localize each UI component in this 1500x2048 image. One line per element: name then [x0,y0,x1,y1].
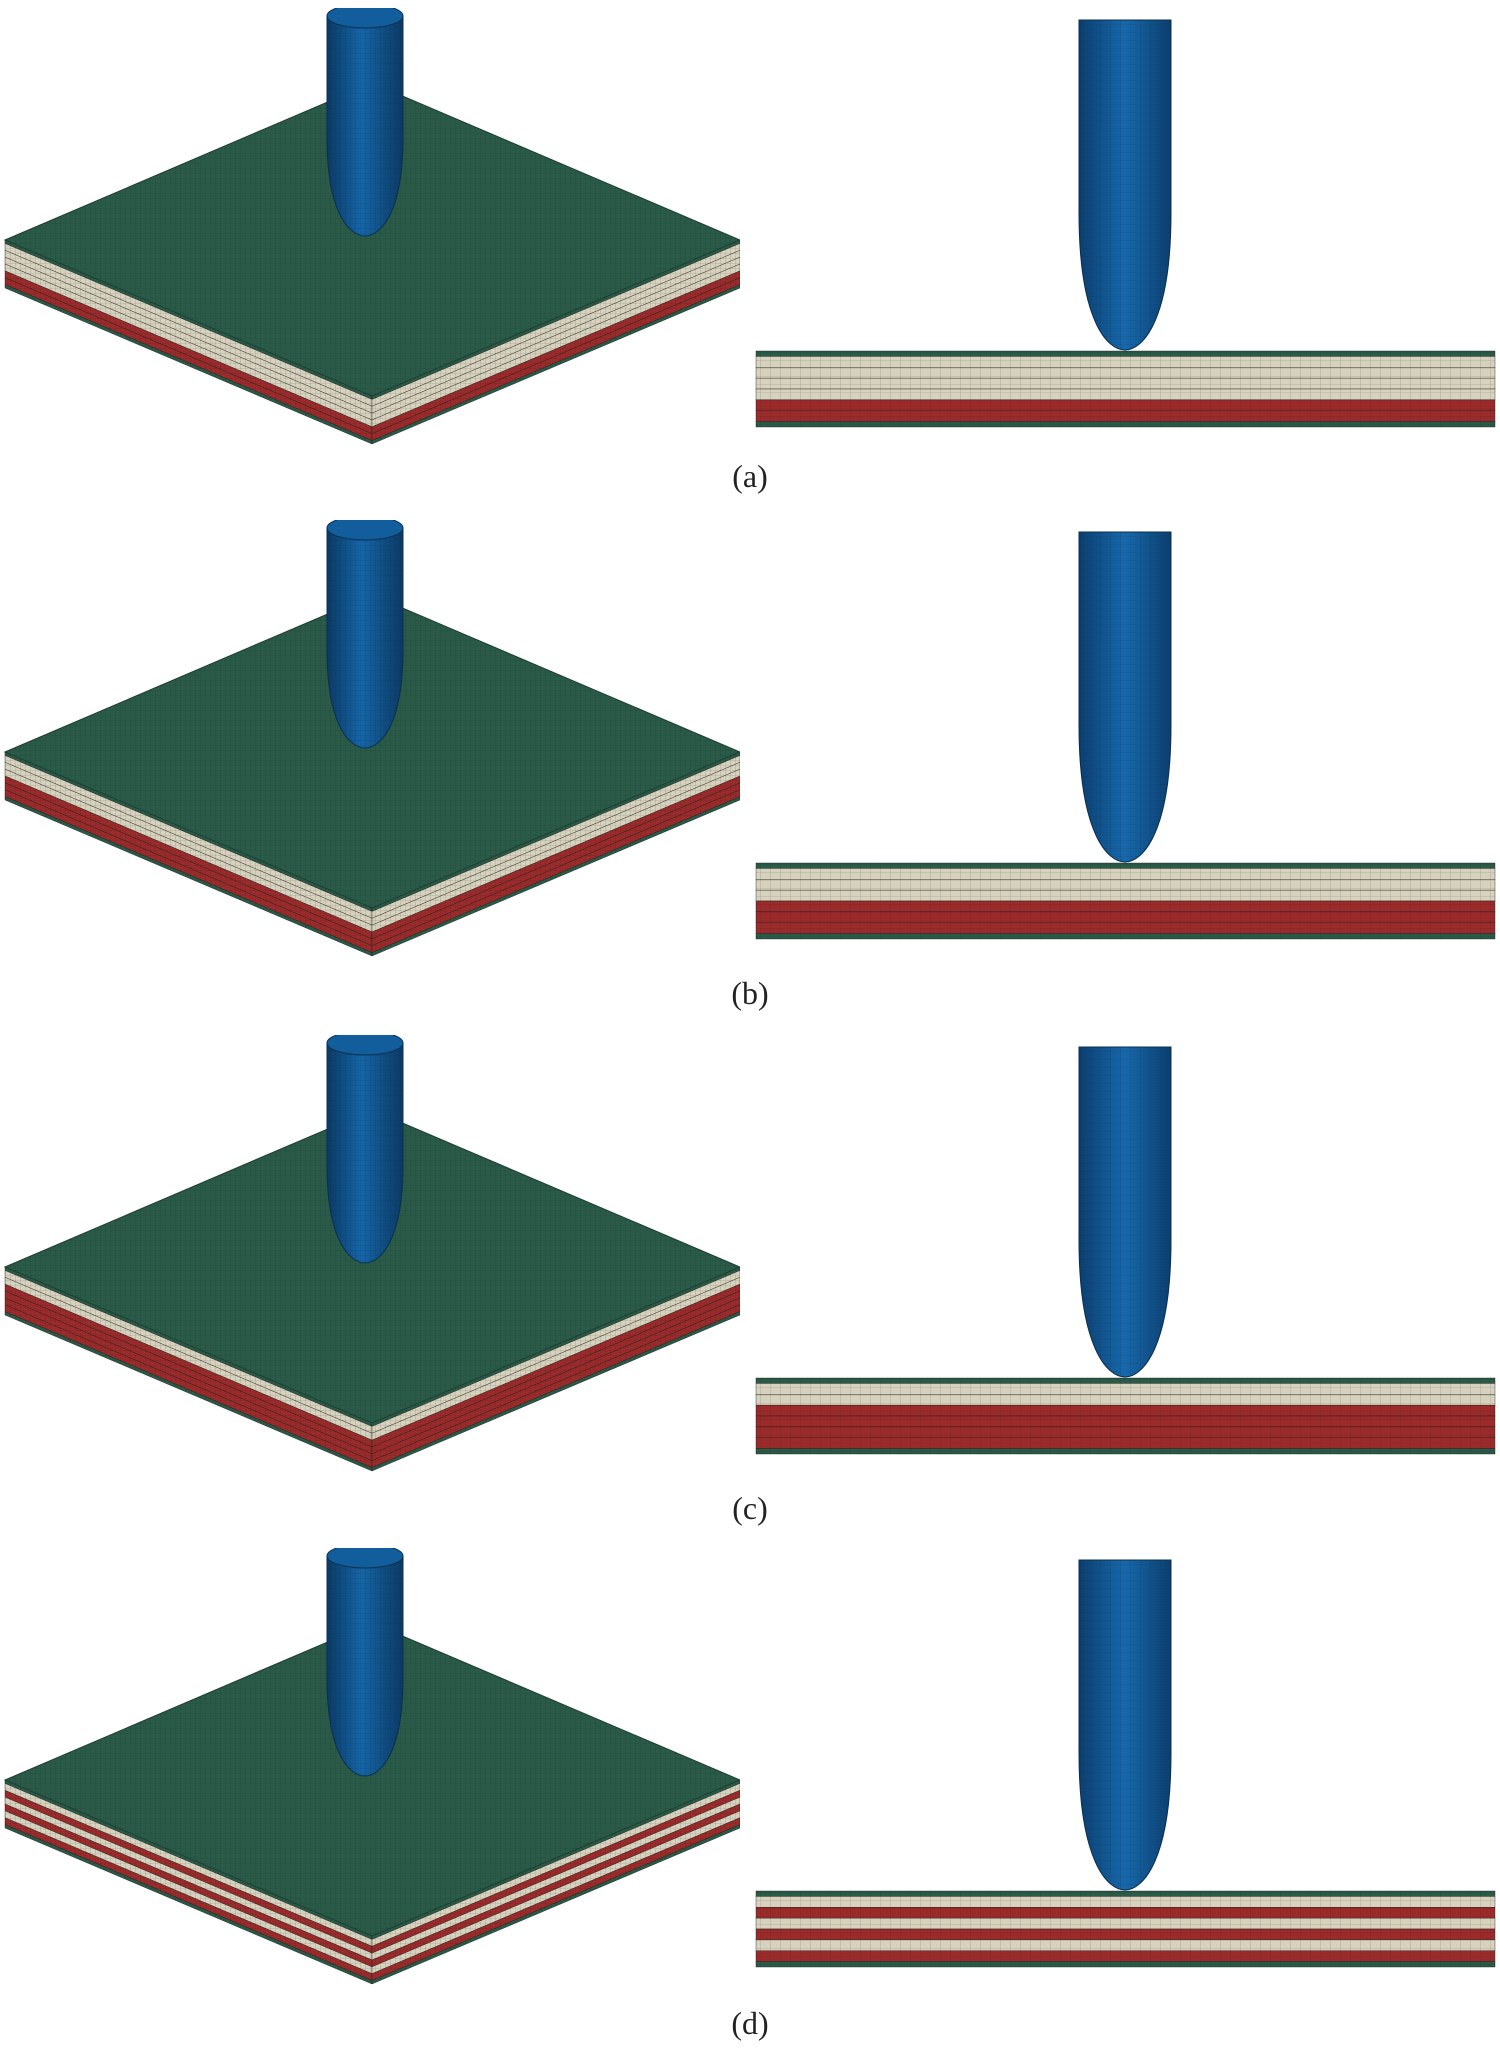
top-mesh [5,1110,740,1423]
panel-label: (c) [732,1490,768,1526]
impactor-top-cap [326,8,404,29]
side-view [755,1046,1496,1455]
laminate-mesh [756,863,1495,939]
isometric-view [3,8,740,445]
impactor-mesh [327,16,403,236]
mesh-overlay [5,1267,372,1471]
panel-label: (b) [731,975,769,1011]
impactor-top-cap [326,520,404,541]
laminate-mesh [756,1891,1495,1967]
impactor-mesh [327,528,403,748]
side-view [755,1559,1496,1968]
impactor-mesh [1079,20,1171,350]
impactor-mesh [1079,1047,1171,1377]
laminate-mesh [756,351,1495,427]
impactor-mesh [327,1043,403,1263]
mesh-overlay [5,240,372,444]
mesh-overlay [5,752,372,956]
top-mesh [5,595,740,908]
impactor-top-cap [326,1035,404,1056]
mesh-overlay [5,1780,372,1984]
isometric-view [3,1548,740,1985]
isometric-view [3,520,740,957]
laminate-mesh [756,1378,1495,1454]
side-view [755,531,1496,940]
top-mesh [5,83,740,396]
side-view [755,19,1496,428]
mesh-overlay [372,1780,740,1984]
panel-label: (d) [731,2005,769,2041]
panel-label: (a) [732,458,768,494]
mesh-overlay [372,752,740,956]
impactor-top-cap [326,1548,404,1569]
top-mesh [5,1623,740,1936]
mesh-overlay [372,1267,740,1471]
impactor-mesh [327,1556,403,1776]
isometric-view [3,1035,740,1472]
mesh-overlay [372,240,740,444]
impactor-mesh [1079,1560,1171,1890]
impactor-mesh [1079,532,1171,862]
